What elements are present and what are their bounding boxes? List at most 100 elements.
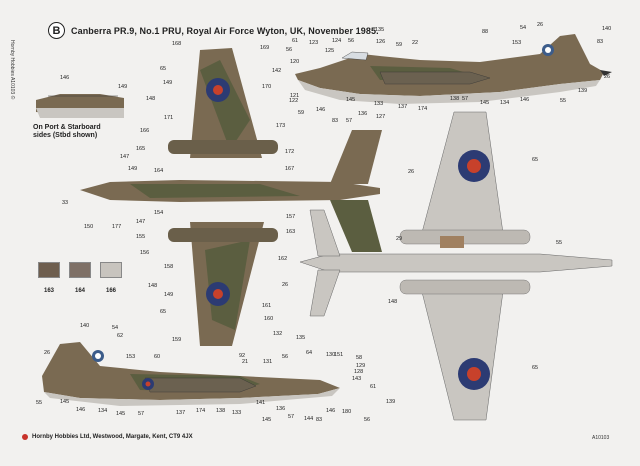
callout-number: 65 [532,365,538,371]
callout-number: 134 [98,408,107,414]
inset-caption: On Port & Starboard sides (Stbd shown) [33,124,101,139]
callout-number: 134 [500,100,509,106]
callout-number: 56 [348,38,354,44]
callout-number: 59 [298,110,304,116]
swatch: 163 [38,262,60,294]
callout-number: 147 [120,154,129,160]
callout-number: 146 [76,407,85,413]
callout-number: 159 [172,337,181,343]
callout-number: 173 [276,123,285,129]
callout-number: 133 [232,410,241,416]
callout-number: 120 [290,59,299,65]
callout-number: 145 [116,411,125,417]
callout-number: 147 [136,219,145,225]
callout-number: 163 [286,229,295,235]
callout-number: 29 [396,236,402,242]
callout-number: 54 [520,25,526,31]
callout-number: 139 [578,88,587,94]
callout-number: 148 [148,283,157,289]
callout-number: 54 [112,325,118,331]
callout-number: 133 [374,101,383,107]
callout-number: 26 [408,169,414,175]
callout-number: 136 [358,111,367,117]
callout-number: 33 [62,200,68,206]
callout-number: 57 [462,96,468,102]
callout-number: 22 [412,40,418,46]
callout-number: 174 [196,408,205,414]
callout-number: 55 [36,400,42,406]
callout-number: 149 [163,80,172,86]
callout-number: 26 [537,22,543,28]
callout-number: 160 [264,316,273,322]
callout-number: 64 [306,350,312,356]
callout-number: 132 [273,331,282,337]
callout-number: 129 [356,363,365,369]
callout-number: 153 [126,354,135,360]
callout-number: 149 [128,166,137,172]
callout-number: 145 [346,97,355,103]
callout-number: 165 [136,146,145,152]
callout-number: 59 [396,42,402,48]
callout-number: 145 [262,417,271,423]
callout-number: 153 [512,40,521,46]
callout-number: 56 [286,47,292,53]
callout-number: 149 [164,292,173,298]
callout-number: 154 [154,210,163,216]
callout-number: 125 [325,48,334,54]
side-profile-bottom [42,342,340,406]
callout-number: 126 [376,39,385,45]
callout-number: 61 [292,38,298,44]
callout-number: 157 [286,214,295,220]
callout-number: 169 [260,45,269,51]
callout-number: 166 [140,128,149,134]
header: B Canberra PR.9, No.1 PRU, Royal Air For… [48,22,379,39]
callout-number: 161 [262,303,271,309]
callout-number: 148 [388,299,397,305]
sheet-code: A10103 [592,435,610,441]
callout-number: 180 [342,409,351,415]
callout-number: 55 [560,98,566,104]
callout-number: 65 [532,157,538,163]
callout-number: 122 [289,98,298,104]
callout-number: 170 [262,84,271,90]
callout-number: 177 [112,224,121,230]
callout-number: 136 [276,406,285,412]
callout-number: 124 [332,38,341,44]
plan-view-top [80,48,382,346]
callout-number: 137 [398,104,407,110]
scheme-title: Canberra PR.9, No.1 PRU, Royal Air Force… [71,25,379,36]
callout-number: 26 [604,74,610,80]
plan-view-underside [299,111,613,421]
callout-number: 83 [332,118,338,124]
callout-number: 146 [60,75,69,81]
callout-number: 128 [354,369,363,375]
callout-number: 57 [138,411,144,417]
callout-number: 143 [352,376,361,382]
callout-number: 155 [136,234,145,240]
callout-number: 131 [263,359,272,365]
callout-number: 127 [376,114,385,120]
callout-number: 158 [164,264,173,270]
callout-number: 139 [386,399,395,405]
callout-number: 140 [602,26,611,32]
callout-number: 55 [556,240,562,246]
side-profile-top [295,34,612,104]
callout-number: 92 [239,353,245,359]
callout-number: 162 [278,256,287,262]
callout-number: 61 [370,384,376,390]
callout-number: 130 [326,352,335,358]
callout-number: 83 [597,39,603,45]
callout-number: 171 [164,115,173,121]
callout-number: 156 [140,250,149,256]
side-credit: Hornby Hobbies A10103 © [9,40,15,100]
callout-number: 135 [296,335,305,341]
swatch: 166 [100,262,122,294]
callout-number: 141 [256,400,265,406]
callout-number: 138 [450,96,459,102]
callout-number: 88 [482,29,488,35]
callout-number: 137 [176,410,185,416]
callout-number: 145 [480,100,489,106]
